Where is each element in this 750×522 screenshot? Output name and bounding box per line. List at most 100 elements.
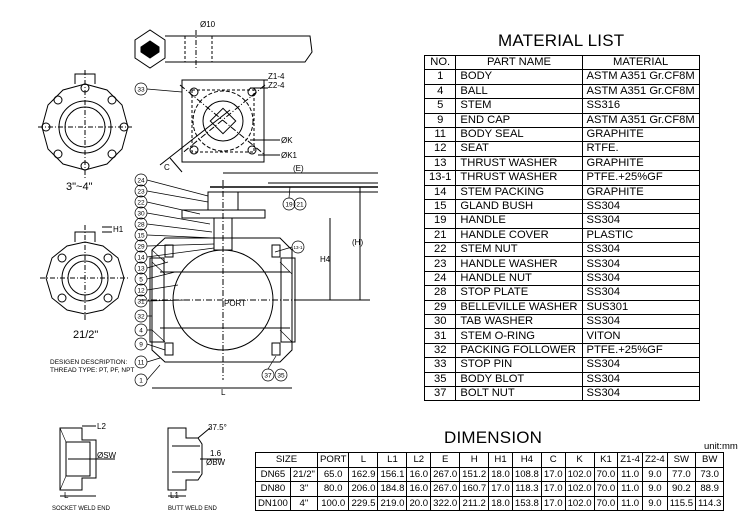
material-no-cell: 11 (423, 126, 457, 143)
dimension-cell: 70.0 (593, 495, 619, 512)
l-label-socket: L (64, 491, 69, 500)
material-no-cell: 33 (423, 357, 457, 373)
material-no-cell: 32 (423, 342, 457, 359)
material-no-cell: 35 (423, 371, 457, 387)
material-no-cell: 14 (423, 184, 457, 200)
dimension-cell: 4" (289, 495, 318, 512)
callout-4: 4 (139, 328, 143, 335)
material-part-cell: STEM O-RING (455, 328, 583, 344)
material-col-no: NO. (423, 54, 457, 71)
dimension-col-sw: SW (666, 452, 697, 468)
dimension-cell: 17.0 (540, 481, 566, 497)
dimension-cell: 102.0 (564, 481, 595, 497)
callout-33: 33 (137, 87, 145, 94)
material-no-cell: 19 (423, 213, 457, 229)
material-part-cell: BODY (455, 69, 583, 85)
material-material-cell: SS304 (581, 314, 700, 330)
dimension-cell: 9.0 (642, 495, 668, 512)
dimension-cell: 229.5 (348, 495, 379, 512)
dimension-cell: 11.0 (617, 495, 644, 512)
material-material-cell: SS304 (581, 357, 700, 373)
butt-weld-caption: BUTT WELD END (168, 506, 218, 512)
dimension-cell: 21/2" (289, 466, 318, 483)
dimension-col-k1: K1 (593, 452, 619, 468)
material-material-cell: ASTM A351 Gr.CF8M (581, 112, 700, 128)
material-material-cell: SS304 (581, 285, 700, 301)
sw-label: ØSW (97, 451, 117, 460)
dimension-cell: 17.0 (540, 466, 566, 483)
callout-23: 23 (137, 189, 145, 196)
dimension-cell: 16.0 (406, 466, 432, 483)
handle-top-view (134, 29, 313, 69)
dimension-cell: 18.0 (488, 466, 513, 483)
dimension-col-l1: L1 (377, 452, 408, 468)
material-no-cell: 9 (423, 112, 457, 128)
dimension-cell: 160.7 (459, 481, 490, 497)
callout-5: 5 (139, 277, 143, 284)
dimension-cell: 70.0 (593, 481, 619, 497)
dimension-cell: 108.8 (511, 466, 542, 483)
dimension-col-h1: H1 (488, 452, 513, 468)
ok-label: ØK (281, 136, 293, 145)
material-no-cell: 13 (423, 155, 457, 172)
socket-weld-detail (59, 425, 115, 497)
material-no-cell: 4 (423, 83, 457, 100)
dimension-cell: 77.0 (666, 466, 697, 483)
end-view-small (40, 225, 130, 322)
dimension-col-z14: Z1-4 (617, 452, 644, 468)
material-material-cell: SS316 (581, 98, 700, 114)
dimension-col-z24: Z2-4 (642, 452, 668, 468)
material-material-cell: SS304 (581, 385, 700, 402)
dimension-cell: 70.0 (593, 466, 619, 483)
dimension-cell: 11.0 (617, 481, 644, 497)
dimension-col-h: H (459, 452, 490, 468)
callouts (134, 82, 307, 387)
material-part-cell: THRUST WASHER (455, 155, 583, 172)
material-part-cell: STOP PLATE (455, 285, 583, 301)
material-material-cell: SS304 (581, 213, 700, 229)
material-part-cell: STEM (455, 98, 583, 114)
callout-32: 32 (137, 314, 145, 321)
dimension-cell: 267.0 (430, 466, 461, 483)
material-material-cell: PLASTIC (581, 227, 700, 244)
material-no-cell: 1 (423, 69, 457, 85)
dimension-cell: 18.0 (488, 495, 513, 512)
material-part-cell: BODY SEAL (455, 126, 583, 143)
material-material-cell: SS304 (581, 270, 700, 287)
material-material-cell: SS304 (581, 371, 700, 387)
material-header-row: NO. PART NAME MATERIAL (423, 54, 700, 71)
material-no-cell: 30 (423, 314, 457, 330)
z24-label: Z2-4 (268, 81, 285, 90)
l-label: L (221, 388, 226, 397)
dimension-cell: 90.2 (666, 481, 697, 497)
dim16-label: 1.6 (210, 449, 222, 458)
material-part-cell: BODY BLOT (455, 371, 583, 387)
material-col-part: PART NAME (455, 54, 583, 71)
material-material-cell: GRAPHITE (581, 126, 700, 143)
callout-19: 19 (285, 202, 293, 209)
dimension-cell: 118.3 (511, 481, 542, 497)
dimension-col-k: K (564, 452, 595, 468)
material-no-cell: 22 (423, 242, 457, 258)
callout-14: 14 (137, 255, 145, 262)
size-b-label: 21/2" (73, 329, 98, 341)
dia10-label: Ø10 (200, 20, 216, 29)
dimension-cell: 17.0 (540, 495, 566, 512)
dimension-cell: DN80 (255, 481, 291, 497)
material-no-cell: 12 (423, 141, 457, 157)
dimension-cell: 88.9 (695, 481, 725, 497)
